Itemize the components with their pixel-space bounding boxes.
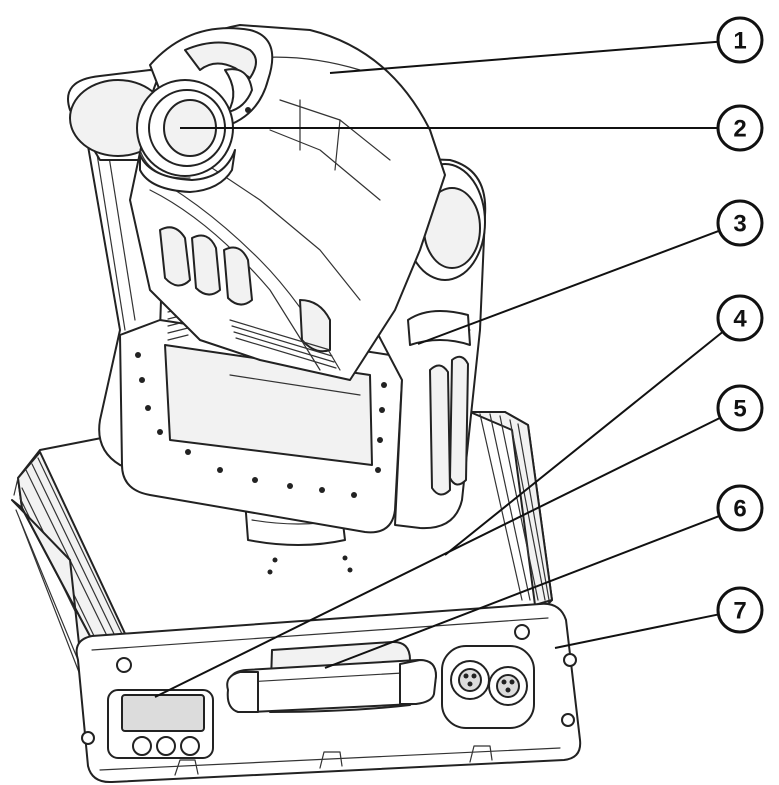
callout-number-6: 6 [733,496,746,523]
callout-number-2: 2 [733,116,746,143]
callout-leader-6 [324,514,720,669]
callout-circle-4 [716,294,764,342]
callout-leader-3 [417,229,720,345]
carry-handle [226,640,437,713]
callout-leader-7 [554,613,719,649]
callout-number-7: 7 [733,598,746,625]
callout-number-1: 1 [733,28,746,55]
callout-circle-2 [716,104,764,152]
xlr-connectors [441,645,535,729]
control-panel [107,689,214,759]
lcd-display [121,694,205,732]
callout-number-5: 5 [733,396,746,423]
front-lens [136,79,234,179]
menu-button [180,736,200,756]
callout-circle-6 [716,484,764,532]
callout-leader-4 [444,330,724,556]
callout-circle-1 [716,16,764,64]
callout-circle-7 [716,586,764,634]
head-grille [229,319,337,369]
screw [116,657,132,673]
callout-circle-5 [716,384,764,432]
callout-number-4: 4 [733,306,747,333]
callout-circle-3 [716,199,764,247]
screw [514,624,530,640]
menu-button [156,736,176,756]
right-heat-sink [469,411,553,606]
callouts: 1 2 3 4 5 6 7 [154,16,764,698]
callout-leader-1 [329,40,719,74]
callout-number-3: 3 [733,211,746,238]
screw [81,731,95,745]
screw [561,713,575,727]
callout-leader-5 [154,416,721,698]
screw [563,653,577,667]
menu-button [132,736,152,756]
